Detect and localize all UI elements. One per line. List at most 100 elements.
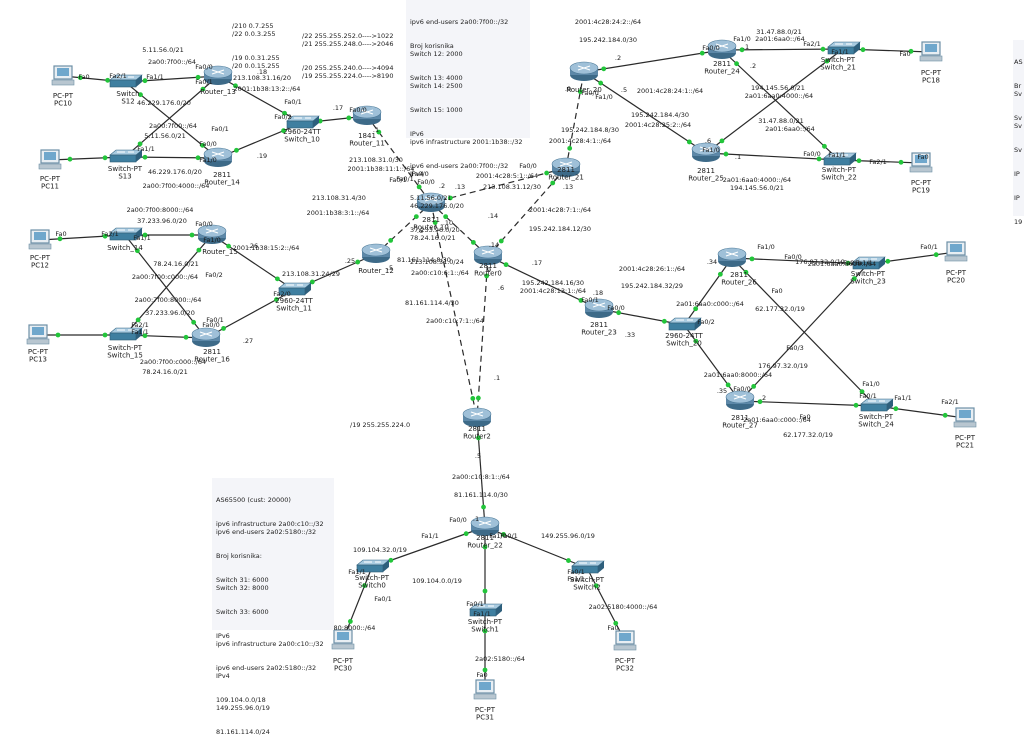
- interface-label: Fa2/1: [131, 321, 149, 329]
- port-status-dot: [859, 389, 865, 395]
- device-label: Switch_14: [107, 244, 143, 252]
- device-label: 2960-24TT: [665, 332, 703, 340]
- interface-label: 2001:4c28:5:1::/64: [476, 172, 538, 180]
- interface-label: Fa0/1: [500, 532, 518, 540]
- switch-icon: [852, 256, 886, 270]
- device-label: PC-PT: [30, 254, 51, 262]
- switch-icon: [668, 317, 702, 331]
- as-note-top: ipv6 end-users 2a00:7f00::/32 Broj koris…: [406, 0, 530, 266]
- interface-label: Fa1/1: [831, 48, 849, 56]
- interface-label: 2a01:6aa0:8000::/64: [704, 371, 772, 379]
- interface-label: Fa0/2: [205, 271, 223, 279]
- device-label: Switch-PT: [355, 574, 390, 582]
- interface-label: Fa0: [799, 413, 810, 421]
- interface-label: 195.242.184.16/30: [522, 279, 584, 287]
- interface-label: Fa0/0: [702, 44, 720, 52]
- interface-label: Fa0/1: [206, 316, 224, 324]
- port-status-dot: [550, 180, 556, 186]
- interface-label: .13: [563, 183, 573, 191]
- router-r20[interactable]: Router_20: [566, 61, 602, 94]
- switch-sw14[interactable]: Switch_14: [107, 227, 143, 252]
- link-r14-sw10: [217, 122, 303, 159]
- pc-icon: [944, 241, 968, 262]
- port-status-dot: [134, 248, 140, 254]
- interface-label: .1: [473, 515, 479, 523]
- device-label: Switch-PT: [851, 270, 886, 278]
- device-label: PC-PT: [911, 179, 932, 187]
- interface-label: 2001:4c28:7:1::/64: [529, 206, 591, 214]
- device-label: 2811: [468, 425, 486, 433]
- device-label: PC18: [922, 77, 940, 85]
- router-r13[interactable]: Router_13: [200, 65, 236, 96]
- port-status-dot: [463, 531, 469, 537]
- device-label: Router_22: [467, 542, 503, 550]
- router-icon: [473, 245, 503, 265]
- device-label: 2960-24TT: [275, 297, 313, 305]
- interface-label: .18: [257, 68, 267, 76]
- mask-note-middle: /19 255.255.224.0: [350, 421, 411, 429]
- device-label: PC13: [29, 356, 47, 364]
- link-sw2-pc32: [586, 567, 626, 642]
- port-status-dot: [577, 89, 583, 95]
- router-r15[interactable]: Router_15: [197, 224, 238, 256]
- switch-icon: [356, 559, 390, 573]
- port-status-dot: [751, 383, 757, 389]
- router-icon: [584, 298, 614, 318]
- interface-label: Fa0/0: [581, 89, 599, 97]
- port-status-dot: [482, 667, 488, 673]
- interface-label: Fa0/0: [733, 385, 751, 393]
- device-label: Router_26: [721, 279, 757, 287]
- port-status-dot: [566, 558, 571, 563]
- port-status-dot: [482, 588, 488, 594]
- interface-label: Fa1/0: [199, 156, 217, 164]
- interface-label: 195.242.184.12/30: [529, 225, 591, 233]
- switch-icon: [571, 560, 605, 574]
- port-status-dot: [142, 78, 148, 84]
- device-label: Router_20: [566, 86, 602, 94]
- interface-label: 5.11.56.0/21: [144, 132, 185, 140]
- device-label: Router_27: [722, 422, 758, 430]
- interface-label: 213.108.31.24/29: [282, 270, 340, 278]
- link-sw20-r27: [683, 324, 741, 402]
- interface-label: Fa0: [917, 153, 928, 161]
- router-r12[interactable]: Router_12: [358, 243, 394, 275]
